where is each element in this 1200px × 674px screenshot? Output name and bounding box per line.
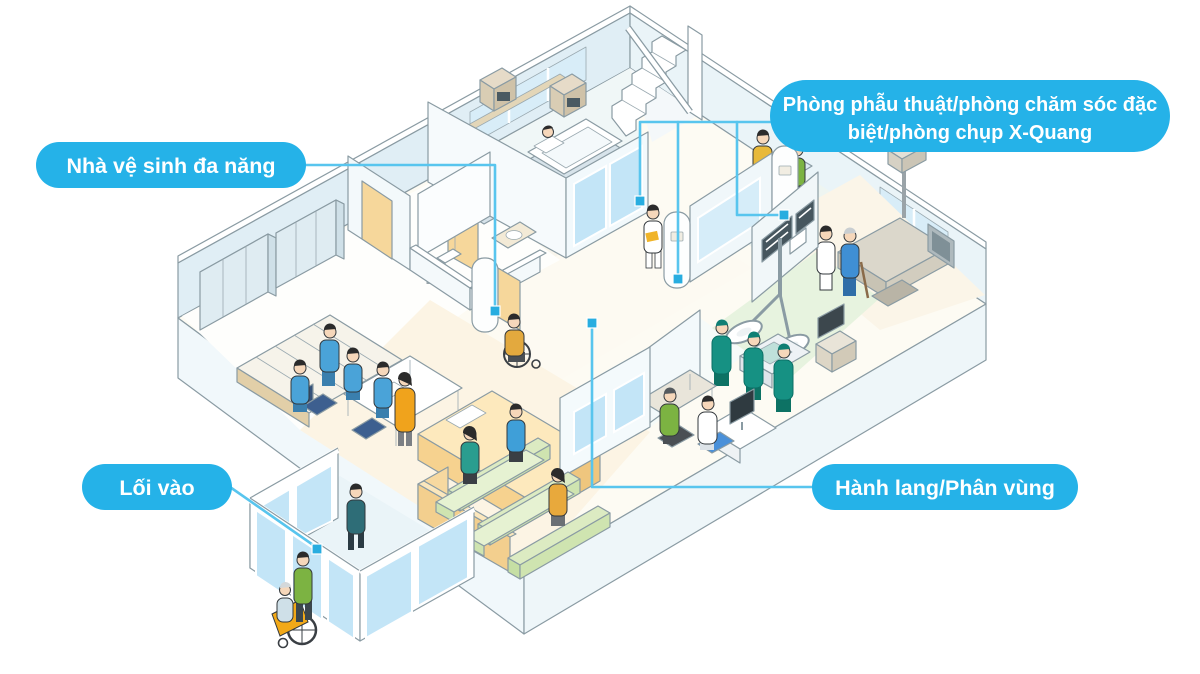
waiting-area <box>417 403 611 580</box>
callout-label-line1: Phòng phẫu thuật/phòng chăm sóc đặc <box>783 92 1157 116</box>
staircase <box>611 25 703 137</box>
leader-dot <box>634 195 646 207</box>
orange-folder <box>645 230 659 243</box>
nurse-walking <box>643 204 663 269</box>
callout-pill <box>36 142 306 188</box>
leader-line <box>638 120 774 200</box>
counter-tray <box>445 404 487 429</box>
wheelchair-user <box>503 313 541 369</box>
doctor-figure <box>697 395 735 454</box>
surgeon-figure <box>773 343 794 412</box>
leader-dot <box>586 317 598 329</box>
waiting-bench <box>507 505 611 580</box>
floor-slab-right-face <box>523 303 987 635</box>
computer-monitor <box>729 388 755 425</box>
nurse-seated <box>290 359 310 412</box>
man-walking <box>346 483 366 550</box>
patient-figure <box>657 387 695 448</box>
interior-window <box>573 392 607 456</box>
leader-line <box>228 485 318 549</box>
consultation-room <box>559 309 777 479</box>
monitor-cart <box>815 303 857 373</box>
toilet-sink <box>491 221 537 249</box>
leader-dot <box>778 209 790 221</box>
leader-line <box>590 322 816 489</box>
stair-wall <box>687 25 703 121</box>
ac-unit <box>789 227 807 255</box>
seated-visitor <box>506 403 526 462</box>
callout-label: Hành lang/Phân vùng <box>835 476 1055 500</box>
surgeon-figure <box>711 319 732 386</box>
receptionist-figure <box>373 361 393 418</box>
wheelchair-visitor-group <box>271 551 318 649</box>
toilet-rooms <box>347 101 649 333</box>
callout-pill <box>812 464 1078 510</box>
elderly-patient-figure <box>840 227 870 299</box>
leader-line <box>735 120 782 217</box>
bedside-monitor <box>549 73 587 118</box>
callout-pill <box>770 80 1170 152</box>
callout-toilet: Nhà vệ sinh đa năng <box>36 142 501 317</box>
seated-visitor <box>548 467 568 526</box>
callout-label: Nhà vệ sinh đa năng <box>66 154 275 178</box>
callout-label-line2: biệt/phòng chụp X-Quang <box>848 122 1092 144</box>
patient-bed <box>527 118 623 183</box>
nurse-standing <box>319 323 340 386</box>
visitor-orange-figure <box>394 371 416 446</box>
air-vent <box>795 199 815 235</box>
leader-line <box>304 163 497 310</box>
staff-chair <box>351 417 387 440</box>
callout-pill <box>82 464 232 510</box>
icu-room <box>663 129 813 289</box>
leader-dot <box>489 305 501 317</box>
nurse-figure <box>816 225 836 291</box>
interior-window <box>613 371 645 434</box>
ward-sliding-door <box>565 131 649 259</box>
walking-cane <box>859 261 870 299</box>
callout-surgery: Phòng phẫu thuật/phòng chăm sóc đặc biệt… <box>634 80 1170 285</box>
toilet-door <box>361 180 393 260</box>
operating-room <box>711 171 857 412</box>
leader-dot <box>672 273 684 285</box>
bedside-monitor <box>479 67 517 112</box>
callout-label: Lối vào <box>119 476 194 500</box>
nurse-seated <box>343 347 363 400</box>
air-vent <box>761 215 793 263</box>
wall-monitor <box>927 223 955 269</box>
vestibule-glass-wall <box>358 506 476 642</box>
callout-corridor: Hành lang/Phân vùng <box>586 317 1078 510</box>
corridor <box>503 204 663 369</box>
surgeon-figure <box>743 331 764 400</box>
locker-cabinets <box>199 199 345 331</box>
callout-entrance: Lối vào <box>82 464 323 555</box>
seated-visitor <box>460 425 480 484</box>
leader-dot <box>311 543 323 555</box>
entrance-vestibule <box>248 447 476 649</box>
